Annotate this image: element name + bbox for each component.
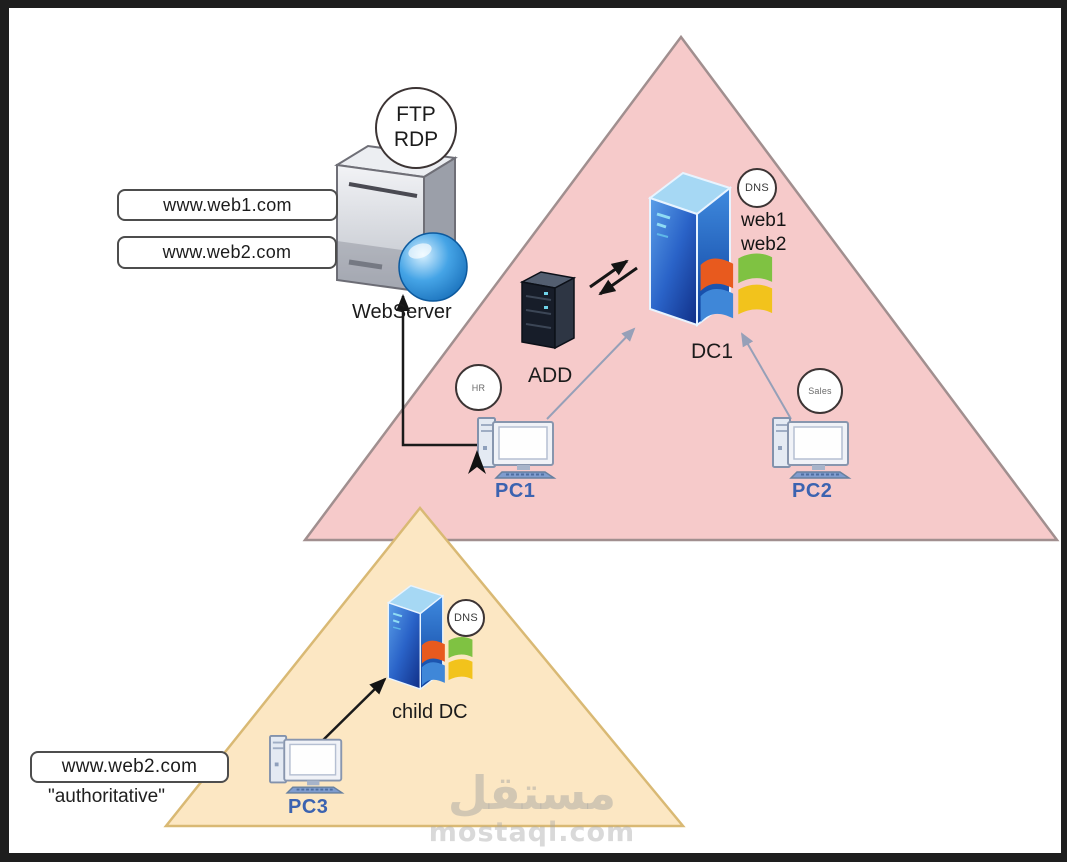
authoritative-note: "authoritative" [48, 786, 165, 807]
hr-label: HR [471, 382, 486, 393]
ftp-label: FTP [396, 103, 436, 127]
childdc-dns-label: DNS [453, 612, 479, 624]
webserver-label: WebServer [352, 301, 452, 323]
childdc-dns-badge: DNS [447, 599, 485, 637]
add-label: ADD [528, 364, 573, 387]
sales-label: Sales [808, 386, 832, 396]
add-rack-icon [519, 271, 577, 350]
site-box-web2: www.web2.com [117, 236, 337, 269]
arrow-pc1-to-webserver [396, 294, 480, 447]
dc1-hosted-web2: web2 [741, 234, 787, 255]
pc2-label: PC2 [792, 480, 833, 502]
site-web2-label: www.web2.com [162, 242, 292, 262]
dc1-label: DC1 [691, 340, 734, 363]
pc1-label: PC1 [495, 480, 536, 502]
hr-badge: HR [455, 364, 502, 411]
site-box-web1: www.web1.com [117, 189, 338, 221]
authoritative-site-label: www.web2.com [61, 756, 198, 777]
childdc-label: child DC [392, 701, 468, 723]
globe-icon [398, 232, 468, 302]
dc1-dns-badge: DNS [737, 168, 777, 208]
sales-badge: Sales [797, 368, 843, 414]
arrow-pc1-to-dc1 [546, 327, 636, 420]
ftp-rdp-badge: FTP RDP [375, 87, 457, 169]
arrow-pc2-to-dc1 [741, 332, 792, 420]
dc1-hosted-web1: web1 [741, 210, 787, 231]
site-web1-label: www.web1.com [163, 194, 292, 215]
pc3-label: PC3 [288, 796, 329, 818]
dc1-dns-label: DNS [744, 182, 770, 194]
site-box-authoritative: www.web2.com [30, 751, 229, 783]
sync-arrows-icon [589, 259, 638, 296]
cursor-icon [468, 450, 486, 474]
arrow-pc3-to-childdc [313, 677, 387, 750]
rdp-label: RDP [393, 128, 439, 151]
